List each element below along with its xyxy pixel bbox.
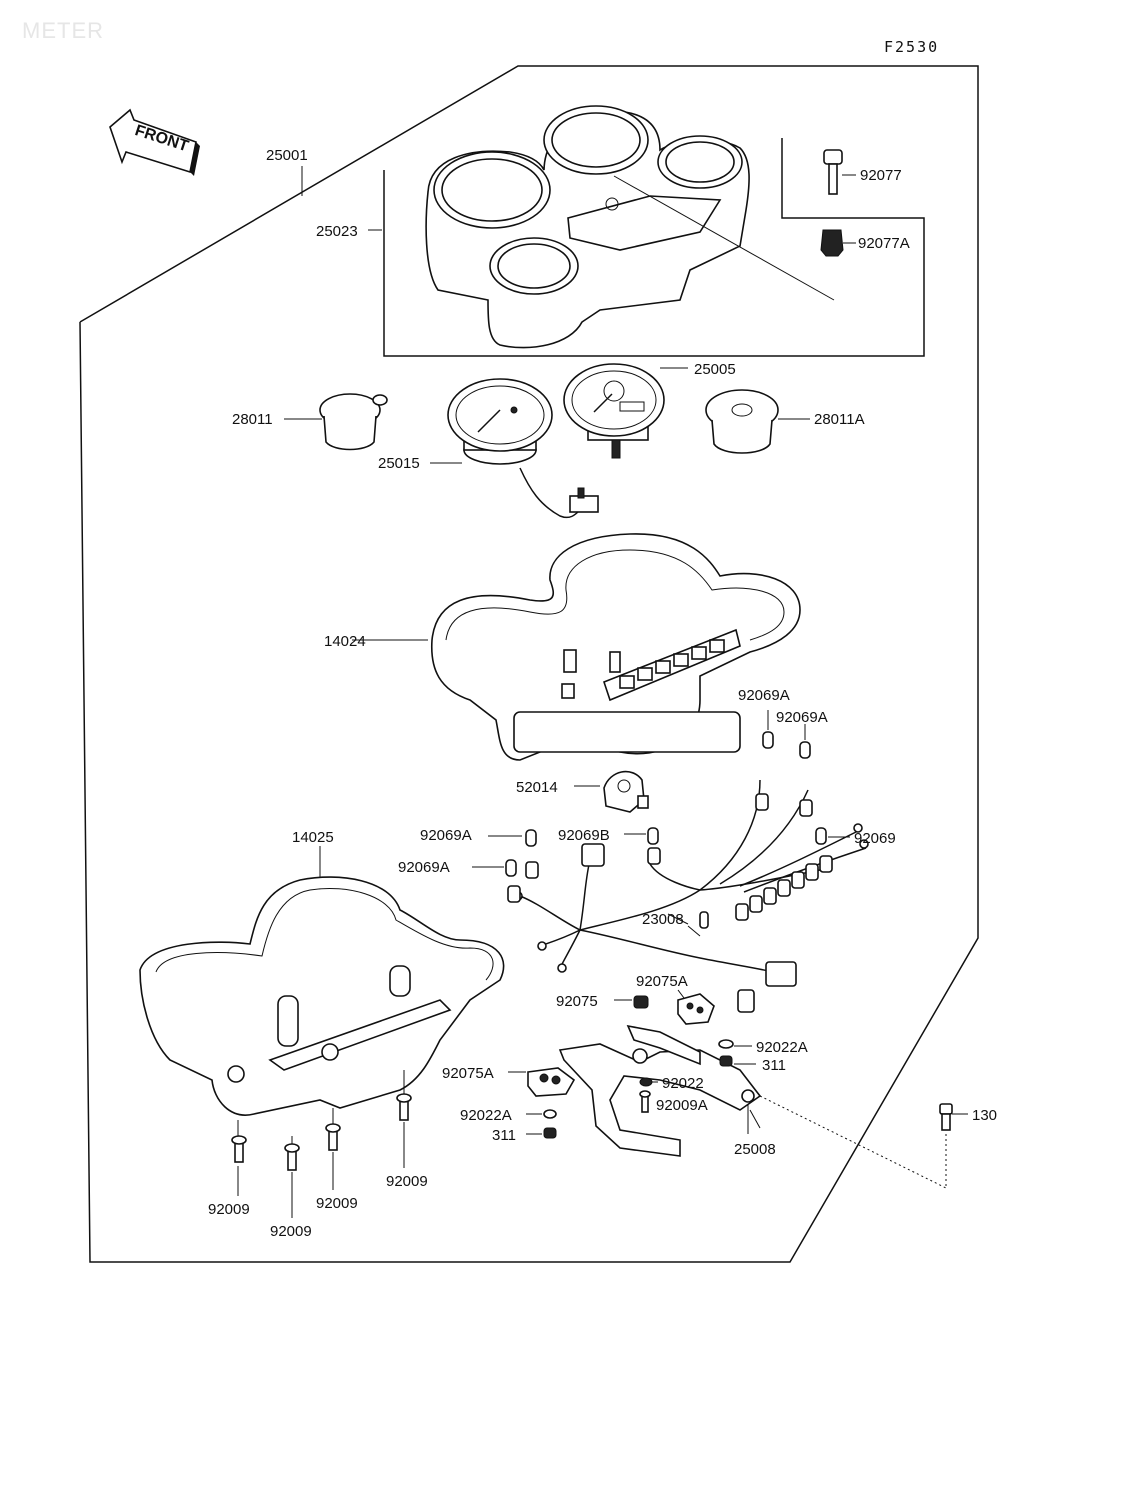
label-28011: 28011 <box>232 411 273 428</box>
holder-92075A-left <box>508 1067 576 1097</box>
figure-code: F2530 <box>884 38 940 56</box>
washer-92022A-left <box>526 1109 557 1119</box>
tachometer-25015 <box>430 378 599 519</box>
label-92009-1: 92009 <box>208 1201 250 1218</box>
label-25001: 25001 <box>266 147 308 164</box>
screw-92009A <box>639 1090 651 1113</box>
screw-130 <box>939 1103 968 1188</box>
label-25008: 25008 <box>734 1141 776 1158</box>
lamp-cap-28011A <box>705 389 810 454</box>
bulb-92069B <box>624 827 659 845</box>
label-92075A-1: 92075A <box>636 973 688 990</box>
label-92077A: 92077A <box>858 235 910 252</box>
label-92022A-1: 92022A <box>756 1039 808 1056</box>
grommet-92077A <box>820 229 856 257</box>
bulb-92069A-c <box>488 829 537 847</box>
bulb-92069A-b <box>799 724 811 759</box>
nut-92075 <box>614 995 649 1009</box>
label-311-1: 311 <box>762 1057 786 1074</box>
washer-92022 <box>639 1077 658 1087</box>
screw-92009-a <box>231 1120 247 1196</box>
switch-52014 <box>574 770 649 813</box>
label-92069: 92069 <box>854 830 896 847</box>
bulb-92069 <box>815 827 850 845</box>
label-92009-2: 92009 <box>270 1223 312 1240</box>
leader-25008 <box>749 1109 761 1129</box>
label-92075A-2: 92075A <box>442 1065 494 1082</box>
label-14024: 14024 <box>324 633 366 650</box>
label-92077: 92077 <box>860 167 902 184</box>
label-92069A-4: 92069A <box>398 859 450 876</box>
label-92009-3: 92009 <box>316 1195 358 1212</box>
label-23008: 23008 <box>642 911 684 928</box>
meter-cover <box>383 105 925 357</box>
leader-23008 <box>667 913 689 925</box>
nut-311-right <box>719 1055 756 1067</box>
label-25023: 25023 <box>316 223 358 240</box>
label-92009A: 92009A <box>656 1097 708 1114</box>
assembly-outline <box>79 65 979 1263</box>
bulb-92069A-a <box>762 710 774 749</box>
label-92069A-3: 92069A <box>420 827 472 844</box>
screw-92077 <box>823 149 856 195</box>
label-92069A-1: 92069A <box>738 687 790 704</box>
lower-case-14025 <box>139 846 505 1116</box>
label-25005: 25005 <box>694 361 736 378</box>
label-52014: 52014 <box>516 779 558 796</box>
label-311-2: 311 <box>492 1127 516 1144</box>
upper-case-14024 <box>352 533 801 761</box>
label-92022A-2: 92022A <box>460 1107 512 1124</box>
label-130: 130 <box>972 1107 997 1124</box>
holder-92075A-right <box>677 989 715 1025</box>
wire-harness-23008 <box>507 779 869 1013</box>
speedometer-25005 <box>563 363 688 459</box>
label-92022: 92022 <box>662 1075 704 1092</box>
front-arrow: FRONT <box>109 108 200 176</box>
nut-311-left <box>526 1127 557 1139</box>
label-28011A: 28011A <box>814 411 865 428</box>
washer-92022A-right <box>718 1039 752 1049</box>
label-92069B: 92069B <box>558 827 610 844</box>
watermark: METER <box>22 18 104 43</box>
label-14025: 14025 <box>292 829 334 846</box>
label-25015: 25015 <box>378 455 420 472</box>
label-92009-4: 92009 <box>386 1173 428 1190</box>
bracket-25008 <box>558 1024 947 1189</box>
bulb-92069A-d <box>472 859 517 877</box>
label-92075: 92075 <box>556 993 598 1010</box>
label-92069A-2: 92069A <box>776 709 828 726</box>
lamp-cap-28011 <box>284 393 388 451</box>
screw-92009-d <box>396 1070 412 1168</box>
screw-92009-b <box>284 1136 300 1218</box>
screw-92009-c <box>325 1108 341 1190</box>
